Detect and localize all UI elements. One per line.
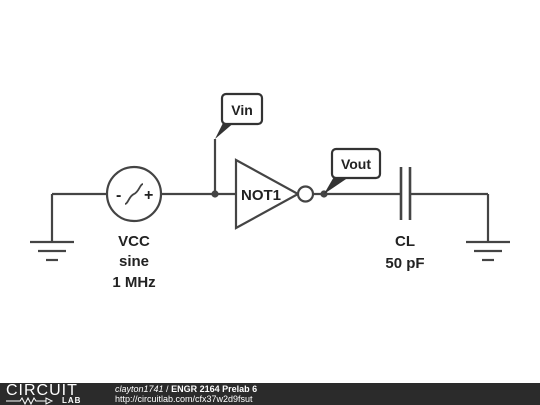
probe-vin-label: Vin xyxy=(231,102,253,118)
capacitor-value: 50 pF xyxy=(385,255,424,272)
source-type: sine xyxy=(119,253,149,270)
probe-vin-pointer xyxy=(215,121,236,139)
not-gate-body xyxy=(234,158,301,230)
author-link[interactable]: clayton1741 xyxy=(115,384,164,394)
capacitor-name: CL xyxy=(395,233,415,250)
source-name: VCC xyxy=(118,233,150,250)
circuitlab-logo-sub: LAB xyxy=(62,396,82,405)
capacitor-cl[interactable] xyxy=(399,167,412,220)
probe-vin-box xyxy=(220,92,264,126)
footer-title-line: clayton1741 / ENGR 2164 Prelab 6 xyxy=(115,384,257,394)
not-gate[interactable]: NOT1 xyxy=(234,158,315,230)
not-gate-label: NOT1 xyxy=(241,187,281,204)
probe-vin[interactable]: Vin xyxy=(215,92,264,139)
probe-vout-box xyxy=(330,147,382,180)
junction-vin xyxy=(211,190,219,198)
resistor-logo-icon xyxy=(6,397,54,405)
source-frequency: 1 MHz xyxy=(112,274,155,291)
probe-vout-pointer xyxy=(324,175,352,194)
source-plus-symbol: + xyxy=(144,187,153,204)
footer-bar: CIRCUIT LAB clayton1741 / ENGR 2164 Prel… xyxy=(0,383,540,405)
ground-right xyxy=(466,240,510,262)
sine-wave-icon xyxy=(124,183,144,205)
not-gate-bubble xyxy=(296,185,315,203)
ground-left xyxy=(30,194,74,262)
source-minus-symbol: - xyxy=(116,187,121,204)
probe-vout[interactable]: Vout xyxy=(324,147,382,194)
circuitlab-logo[interactable]: CIRCUIT xyxy=(6,382,78,399)
schematic-canvas: - + VCC sine 1 MHz NOT1 Vin Vout CL 50 p… xyxy=(30,92,510,291)
probe-vout-label: Vout xyxy=(341,156,371,172)
circuit-title[interactable]: ENGR 2164 Prelab 6 xyxy=(171,384,258,394)
sine-source[interactable]: - + xyxy=(105,165,163,223)
wires xyxy=(52,139,490,242)
circuit-url-link[interactable]: http://circuitlab.com/cfx37w2d9fsut xyxy=(115,394,253,404)
footer-separator: / xyxy=(163,384,172,394)
